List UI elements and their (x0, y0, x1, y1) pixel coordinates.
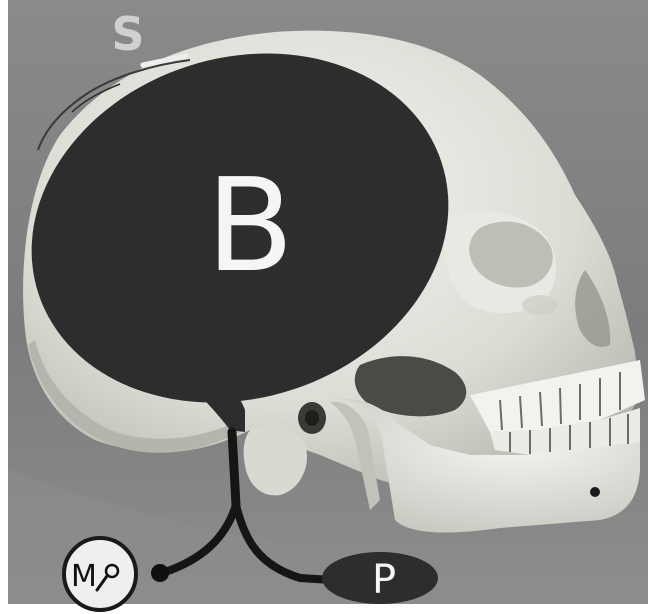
mental-foramen (590, 487, 600, 497)
pump-label: P (372, 557, 396, 603)
main-tube (232, 432, 236, 505)
monitor-label: M (71, 559, 97, 594)
sensor-label: S (111, 7, 144, 61)
brain-label: B (206, 152, 294, 301)
